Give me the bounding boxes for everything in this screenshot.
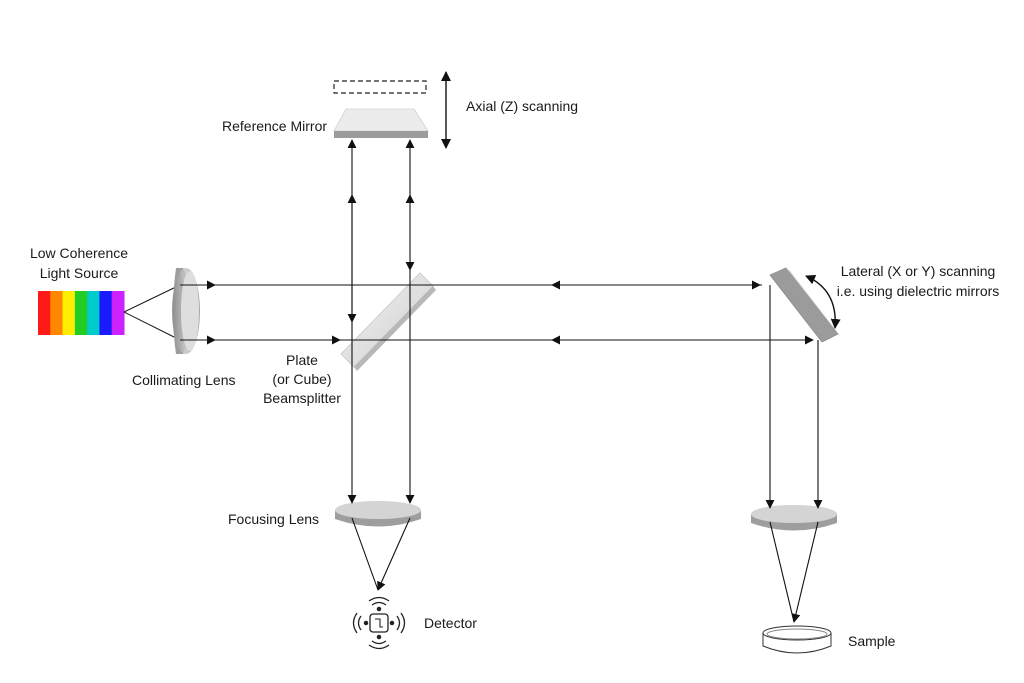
lateral-scanning-label-line1: Lateral (X or Y) scanning <box>841 263 996 279</box>
beam-paths <box>180 139 823 623</box>
collimating-lens-label: Collimating Lens <box>132 372 236 388</box>
spectrum-band <box>50 291 64 335</box>
reference-mirror-scan-position <box>333 80 427 94</box>
lateral-scanning-mirror <box>769 267 841 343</box>
beamsplitter-label-line3: Beamsplitter <box>263 390 341 406</box>
beamsplitter-label-line2: (or Cube) <box>272 371 331 387</box>
beamsplitter-plate <box>340 272 436 371</box>
sample-label: Sample <box>848 633 896 649</box>
detector-icon <box>352 596 406 650</box>
detector-label: Detector <box>424 615 477 631</box>
reference-mirror <box>333 108 429 138</box>
focusing-lens-label: Focusing Lens <box>228 511 319 527</box>
collimating-lens <box>172 268 200 354</box>
light-source-spectrum <box>38 291 125 335</box>
spectrum-band <box>111 291 125 335</box>
sample-arm-lens <box>751 505 837 531</box>
beamsplitter-label-line1: Plate <box>286 352 318 368</box>
spectrum-band <box>87 291 100 335</box>
focusing-lens <box>335 501 421 527</box>
lateral-scanning-arrow <box>805 275 841 329</box>
spectrum-band <box>74 291 88 335</box>
source-beam-lines <box>123 284 181 341</box>
light-source-label-line2: Light Source <box>40 265 119 281</box>
spectrum-band <box>99 291 113 335</box>
lateral-scanning-label-line2: i.e. using dielectric mirrors <box>837 283 1000 299</box>
light-source-label-line1: Low Coherence <box>30 245 128 261</box>
axial-scanning-label: Axial (Z) scanning <box>466 98 578 114</box>
sample-dish-icon <box>762 625 832 654</box>
spectrum-band <box>62 291 76 335</box>
reference-mirror-label: Reference Mirror <box>222 118 327 134</box>
spectrum-band <box>38 291 51 335</box>
